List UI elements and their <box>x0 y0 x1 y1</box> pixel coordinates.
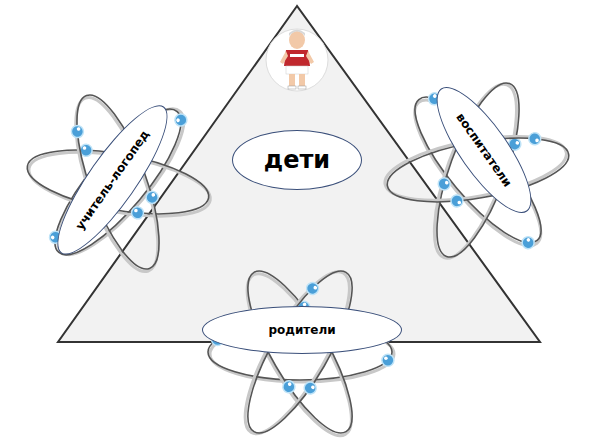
node-label: учитель-логопед <box>72 127 151 232</box>
node-label: родители <box>268 323 335 337</box>
ellipse-node: учитель-логопед <box>41 93 183 267</box>
ellipse-node: воспитатели <box>421 75 546 225</box>
ellipse-node: родители <box>202 306 402 354</box>
node-label: дети <box>264 146 330 174</box>
node-label: воспитатели <box>453 110 514 189</box>
orbit <box>37 92 201 272</box>
child-figure <box>266 29 328 91</box>
ellipse-node: дети <box>232 130 362 190</box>
